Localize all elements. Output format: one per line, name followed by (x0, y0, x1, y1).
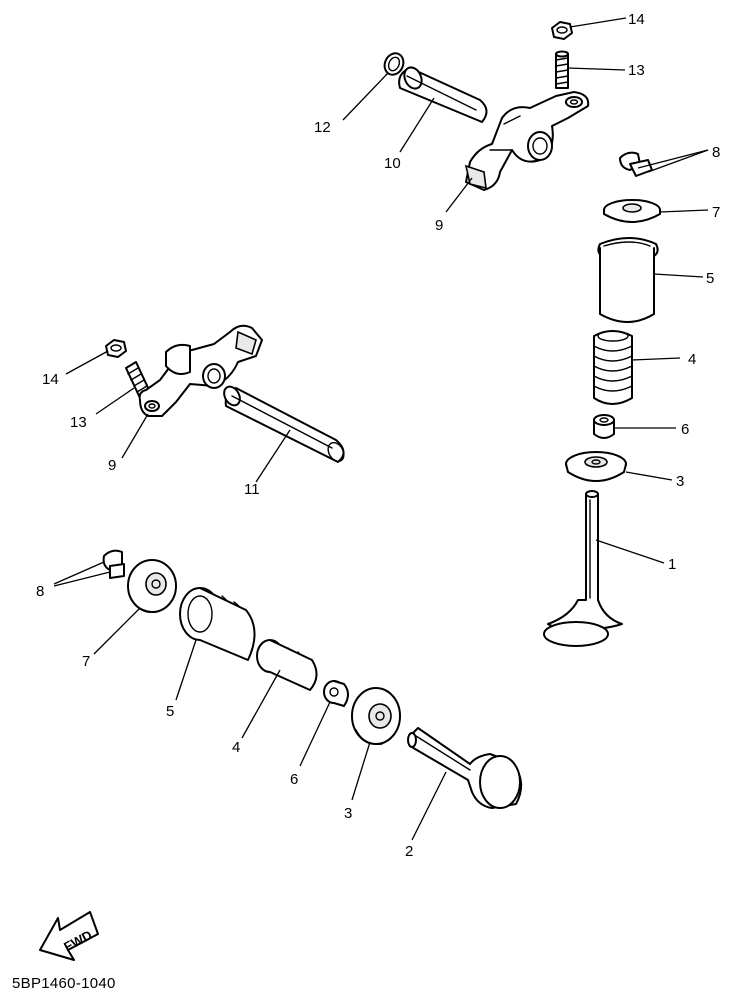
spring-seat-left (351, 687, 401, 745)
rocker-arm-lower (138, 324, 263, 417)
drawing-code: 5BP1460-1040 (12, 975, 116, 992)
callout-11: 11 (244, 481, 260, 498)
valve-stem-seal-right (593, 414, 615, 439)
outer-spring-left (179, 587, 256, 661)
valve-cotter-right (619, 151, 653, 177)
nut-upper (551, 21, 573, 40)
left-valve-stack (102, 549, 523, 809)
nut-lower (105, 339, 127, 358)
leader-lines (53, 17, 709, 841)
rocker-arm-upper (464, 91, 590, 191)
o-ring (383, 52, 405, 76)
inner-spring-right (593, 330, 633, 405)
rocker-shaft-upper (398, 66, 488, 123)
callout-4-right: 4 (688, 351, 696, 368)
callout-10: 10 (384, 155, 401, 172)
spring-seat-right (565, 451, 627, 482)
callout-2: 2 (405, 843, 413, 860)
forward-direction-arrow: FWD (39, 911, 99, 961)
callout-3-left: 3 (344, 805, 352, 822)
callout-1: 1 (668, 556, 676, 573)
callout-5-left: 5 (166, 703, 174, 720)
callout-8-right: 8 (712, 144, 720, 161)
callout-14-lower: 14 (42, 371, 59, 388)
adjuster-stud-upper (555, 50, 569, 89)
callout-9-upper: 9 (435, 217, 443, 234)
callout-3-right: 3 (676, 473, 684, 490)
intake-valve (543, 490, 623, 647)
callout-8-left: 8 (36, 583, 44, 600)
callout-9-lower: 9 (108, 457, 116, 474)
callout-4-left: 4 (232, 739, 240, 756)
callout-6-right: 6 (681, 421, 689, 438)
outer-spring-right (597, 237, 659, 323)
callout-6-left: 6 (290, 771, 298, 788)
callout-14-upper: 14 (628, 11, 645, 28)
callout-13-lower: 13 (70, 414, 87, 431)
rocker-shaft-lower (223, 385, 345, 463)
callout-7-left: 7 (82, 653, 90, 670)
valve-stem-seal-left (323, 680, 349, 707)
callout-5-right: 5 (706, 270, 714, 287)
valve-cotter-left (102, 549, 125, 579)
callout-12: 12 (314, 119, 331, 136)
callout-13-upper: 13 (628, 62, 645, 79)
exhaust-valve (407, 727, 523, 809)
spring-retainer-left (127, 559, 177, 613)
spring-retainer-right (603, 199, 661, 223)
lower-rocker-arm-assembly (105, 324, 345, 463)
callout-labels: 1 2 3 3 4 4 5 5 6 6 7 7 8 8 9 9 10 11 12… (36, 11, 720, 860)
inner-spring-left (256, 639, 318, 691)
upper-rocker-arm-assembly (383, 21, 590, 191)
callout-7-right: 7 (712, 204, 720, 221)
right-valve-stack (543, 151, 661, 647)
